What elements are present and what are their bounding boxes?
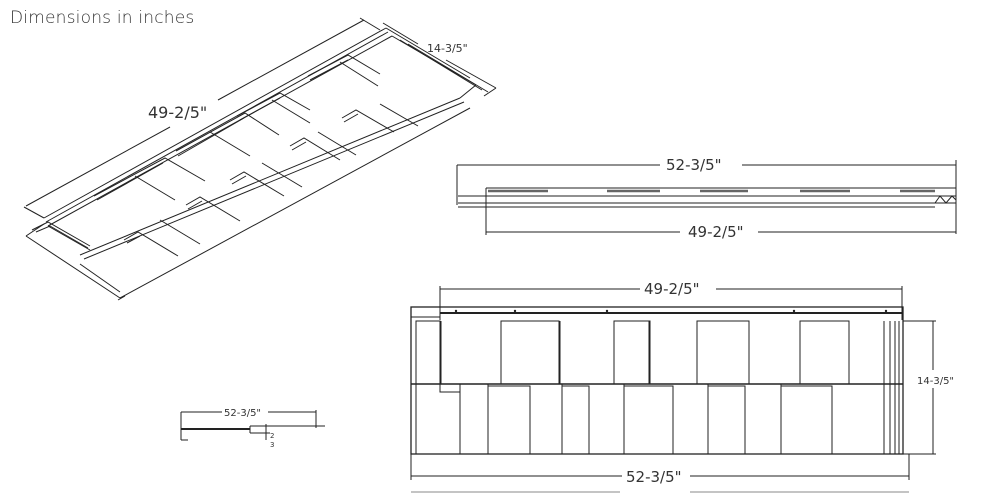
end-profile-height-top: 2 <box>270 432 274 440</box>
front-top-dimension <box>439 286 903 320</box>
side-exposed-label: 49-2/5" <box>688 223 744 241</box>
isometric-length-label: 49-2/5" <box>148 103 207 122</box>
front-height-dimension <box>903 320 936 455</box>
end-profile-view <box>180 410 325 441</box>
side-overall-label: 52-3/5" <box>666 156 722 174</box>
front-bottom-dimension <box>410 454 910 493</box>
front-elevation-view: 49-2/5" <box>410 280 936 493</box>
front-height-label: 14-3/5" <box>917 376 954 387</box>
lower-course-tabs <box>31 103 419 257</box>
lower-row-tabs <box>415 384 833 454</box>
isometric-length-dimension <box>23 17 381 219</box>
upper-course-tabs <box>47 54 381 251</box>
end-profile-height-bottom: 3 <box>270 441 274 449</box>
isometric-view: 49-2/5" 14-3/5" <box>23 17 497 301</box>
nail-markers <box>454 309 888 313</box>
side-profile-view: 52-3/5" 49-2/5" <box>456 156 957 241</box>
end-profile-length-label: 52-3/5" <box>224 408 261 419</box>
isometric-width-dimension <box>382 22 497 97</box>
upper-row-tabs <box>415 320 900 454</box>
side-overall-dimension <box>456 160 957 234</box>
front-bottom-length-label: 52-3/5" <box>626 468 682 486</box>
diagram-title: Dimensions in inches <box>10 8 195 28</box>
front-top-length-label: 49-2/5" <box>644 280 700 298</box>
isometric-width-label: 14-3/5" <box>427 42 468 55</box>
